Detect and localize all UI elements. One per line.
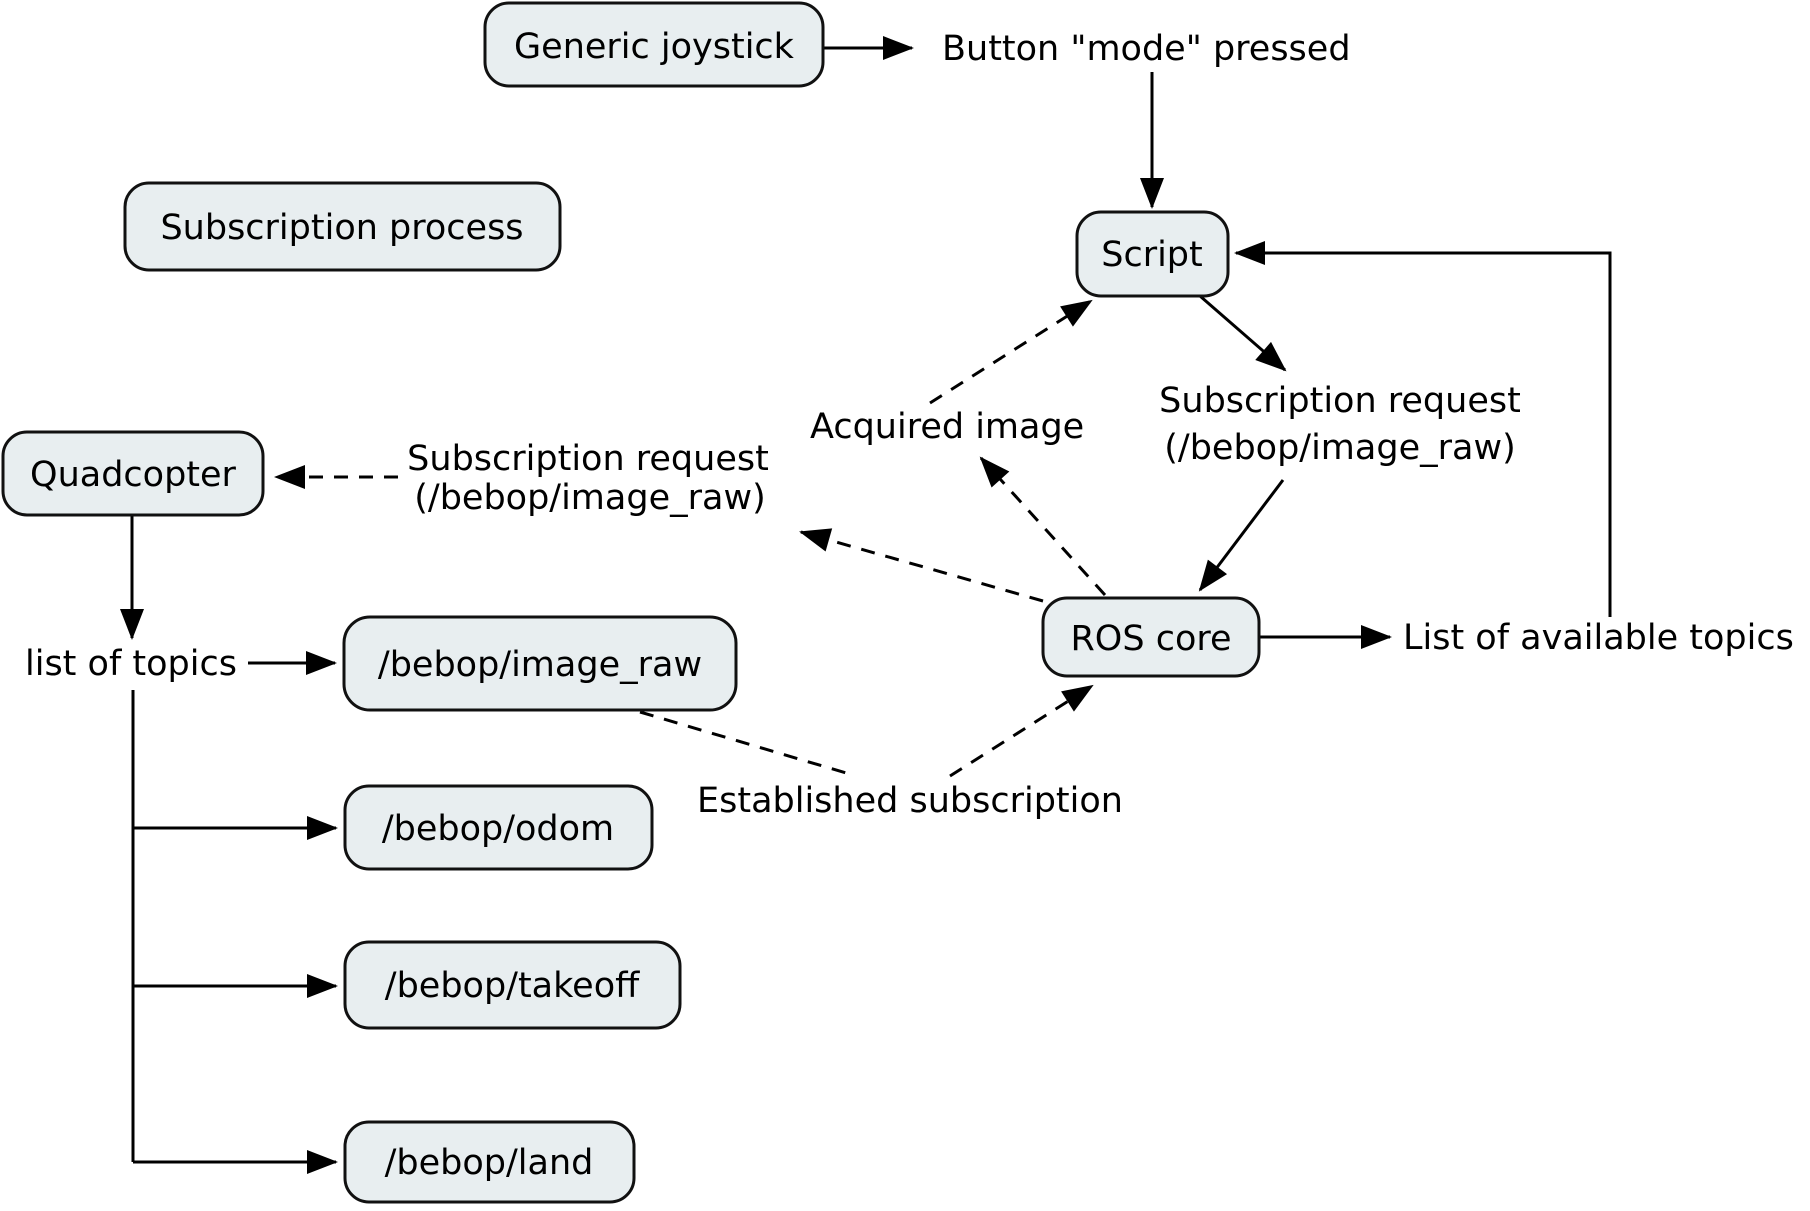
node-topic-takeoff: /bebop/takeoff — [343, 940, 682, 1030]
node-ros-core: ROS core — [1041, 596, 1261, 678]
topic-land-box — [343, 1120, 636, 1204]
node-topic-odom: /bebop/odom — [343, 784, 654, 871]
acquired-image-label: Acquired image — [810, 407, 1084, 447]
node-topic-image-raw: /bebop/image_raw — [342, 615, 738, 712]
dashed-line-image-raw-to-established-subscription — [639, 710, 854, 777]
script-label: Script — [1101, 235, 1203, 275]
subscription-request-left-label: Subscription request (/bebop/image_raw) — [407, 439, 769, 518]
node-quadcopter: Quadcopter — [1, 430, 265, 517]
generic-joystick-label: Generic joystick — [514, 27, 795, 67]
ros-core-label: ROS core — [1070, 619, 1231, 659]
subscription-request-left-line2: (/bebop/image_raw) — [414, 478, 765, 518]
topic-odom-label: /bebop/odom — [382, 809, 614, 849]
node-topic-land: /bebop/land — [343, 1120, 636, 1204]
list-of-topics-label: list of topics — [25, 644, 237, 684]
topic-takeoff-box — [343, 940, 682, 1030]
node-subscription-process: Subscription process — [123, 181, 562, 272]
dashed-arrow-roscore-to-subscription-request-left — [799, 528, 1044, 603]
dashed-arrow-established-subscription-to-roscore — [949, 684, 1094, 778]
subscription-process-box — [123, 181, 562, 272]
subscription-request-right-line1: Subscription request — [1159, 381, 1521, 421]
script-box — [1075, 210, 1230, 298]
list-of-available-topics-label: List of available topics — [1403, 618, 1794, 658]
subscription-request-right-label: Subscription request (/bebop/image_raw) — [1159, 381, 1521, 468]
established-subscription-label: Established subscription — [697, 781, 1123, 821]
quadcopter-box — [1, 430, 265, 517]
topic-image-raw-box — [342, 615, 738, 712]
arrow-subscription-request-to-roscore — [1198, 479, 1285, 592]
ros-core-box — [1041, 596, 1261, 678]
quadcopter-label: Quadcopter — [30, 455, 237, 495]
subscription-request-right-line2: (/bebop/image_raw) — [1164, 428, 1515, 468]
dashed-arrow-acquired-image-to-script — [929, 299, 1093, 405]
generic-joystick-box — [483, 1, 825, 88]
subscription-process-label: Subscription process — [160, 208, 523, 248]
topic-odom-box — [343, 784, 654, 871]
subscription-request-left-line1: Subscription request — [407, 439, 769, 479]
topic-image-raw-label: /bebop/image_raw — [378, 645, 702, 685]
arrow-available-topics-to-script — [1234, 241, 1612, 617]
arrow-script-to-subscription-request — [1199, 294, 1287, 372]
button-mode-pressed-label: Button "mode" pressed — [942, 29, 1351, 69]
node-generic-joystick: Generic joystick — [483, 1, 825, 88]
topic-land-label: /bebop/land — [385, 1143, 594, 1183]
topic-takeoff-label: /bebop/takeoff — [385, 966, 640, 1006]
dashed-arrow-roscore-to-acquired-image — [979, 456, 1107, 597]
node-script: Script — [1075, 210, 1230, 298]
